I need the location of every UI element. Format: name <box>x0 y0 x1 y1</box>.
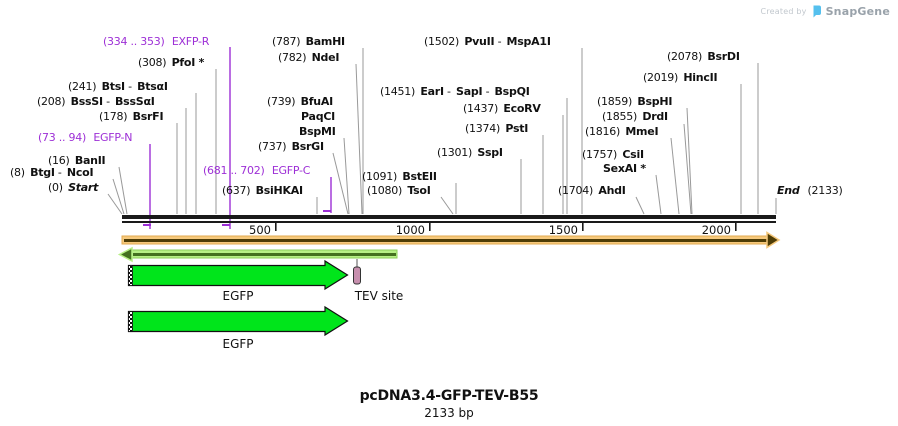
feature-label-egfp-1: EGFP <box>222 289 254 303</box>
site-label-ndei[interactable]: (782) NdeI <box>278 51 340 64</box>
site-label-bsrdi[interactable]: (2078) BsrDI <box>667 50 740 63</box>
map-title: pcDNA3.4-GFP-TEV-B55 <box>359 388 539 404</box>
ruler-tick <box>582 223 584 231</box>
tev-site-marker[interactable] <box>353 259 361 285</box>
site-label-bfuai[interactable]: (739) BfuAI <box>267 95 333 108</box>
site-label-sexai[interactable]: SexAI * <box>603 162 646 175</box>
site-label-btsi-bts-i[interactable]: (241) BtsI - BtsαI <box>68 80 168 93</box>
egfp-arrow-2[interactable] <box>127 305 349 337</box>
site-label-ahdi[interactable]: (1704) AhdI <box>558 184 626 197</box>
leader-line <box>440 196 454 215</box>
ruler-tick-label-1000: 1000 <box>395 223 425 237</box>
watermark: Created by SnapGene <box>761 5 890 18</box>
site-label-banii[interactable]: (16) BanII <box>48 154 106 167</box>
site-label-start[interactable]: (0) Start <box>48 181 99 194</box>
ruler-tick-label-500: 500 <box>249 223 271 237</box>
site-label-ecorv[interactable]: (1437) EcoRV <box>463 102 541 115</box>
primer-dash <box>143 224 151 226</box>
leader-line <box>118 166 128 215</box>
site-label-bspmi[interactable]: BspMI <box>299 125 336 138</box>
ruler-tick <box>429 223 431 231</box>
site-label-drdi[interactable]: (1855) DrdI <box>602 110 668 123</box>
ruler-tick <box>735 223 737 231</box>
leader-line <box>635 196 645 215</box>
site-label-hincii[interactable]: (2019) HincII <box>643 71 718 84</box>
ruler-tick <box>275 223 277 231</box>
site-label-tsoi[interactable]: (1080) TsoI <box>367 184 431 197</box>
ruler-tick-label-2000: 2000 <box>701 223 731 237</box>
leader-line <box>332 152 349 215</box>
ruler-line <box>122 221 776 223</box>
map-size: 2133 bp <box>424 406 474 420</box>
egfp-arrow-1[interactable] <box>127 259 349 291</box>
leader-line <box>686 107 693 215</box>
feature-label-tev-site: TEV site <box>354 289 404 303</box>
primer-label-egfp-n[interactable]: (73 .. 94) EGFP-N <box>38 131 133 144</box>
leader-line <box>683 123 692 215</box>
site-label-eari-sapi-bspqi[interactable]: (1451) EarI - SapI - BspQI <box>380 85 530 98</box>
ruler-tick-label-1500: 1500 <box>548 223 578 237</box>
site-label-paqci[interactable]: PaqCI <box>301 110 335 123</box>
orf-arrow-forward[interactable] <box>121 231 781 249</box>
snapgene-logo-icon <box>813 5 821 18</box>
site-label-bsteii[interactable]: (1091) BstEII <box>362 170 437 183</box>
watermark-brand: SnapGene <box>825 5 890 18</box>
site-label-pvuii-mspa1i[interactable]: (1502) PvuII - MspA1I <box>424 35 551 48</box>
site-label-mmei[interactable]: (1816) MmeI <box>585 125 659 138</box>
site-label-pfoi[interactable]: (308) PfoI * <box>138 56 205 69</box>
leader-line <box>112 178 125 215</box>
site-label-psti[interactable]: (1374) PstI <box>465 122 529 135</box>
leader-line <box>107 193 123 215</box>
site-label-bsphi[interactable]: (1859) BspHI <box>597 95 673 108</box>
leader-line <box>670 137 680 215</box>
primer-label-egfp-c[interactable]: (681 .. 702) EGFP-C <box>203 164 311 177</box>
primer-dash <box>323 210 331 212</box>
site-label-btgi-ncoi[interactable]: (8) BtgI - NcoI <box>10 166 94 179</box>
site-label-sspi[interactable]: (1301) SspI <box>437 146 503 159</box>
site-label-bsssi-bsss-i[interactable]: (208) BssSI - BssSαI <box>37 95 155 108</box>
orf-arrow-reverse[interactable] <box>117 246 398 263</box>
watermark-created-by: Created by <box>760 7 807 16</box>
feature-label-egfp-2: EGFP <box>222 337 254 351</box>
site-label-csii[interactable]: (1757) CsiI <box>582 148 644 161</box>
site-label-end[interactable]: End(2133) <box>777 184 843 197</box>
site-label-bsrfi[interactable]: (178) BsrFI <box>99 110 164 123</box>
leader-line <box>655 174 662 215</box>
leader-line <box>343 137 350 215</box>
sequence-line <box>122 215 776 219</box>
leader-line <box>355 63 363 215</box>
title-block: pcDNA3.4-GFP-TEV-B55 2133 bp <box>0 388 898 420</box>
site-label-bsihkai[interactable]: (637) BsiHKAI <box>222 184 303 197</box>
site-label-bsrgi[interactable]: (737) BsrGI <box>258 140 324 153</box>
primer-label-exfp-r[interactable]: (334 .. 353) EXFP-R <box>103 35 210 48</box>
site-label-bamhi[interactable]: (787) BamHI <box>272 35 345 48</box>
